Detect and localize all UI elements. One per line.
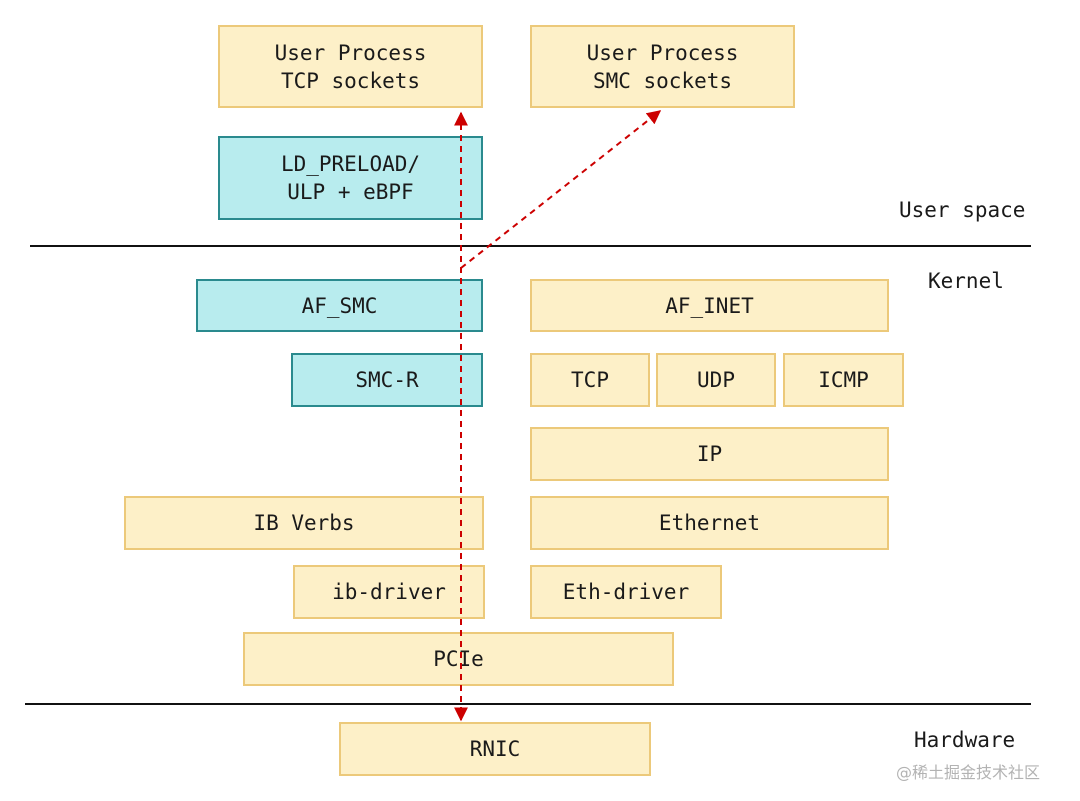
af-inet-box: AF_INET	[530, 279, 889, 332]
ip-box: IP	[530, 427, 889, 481]
ld-preload-ulp-ebpf-box: LD_PRELOAD/ ULP + eBPF	[218, 136, 483, 220]
kernel-hardware-divider	[25, 703, 1031, 705]
ib-driver-box: ib-driver	[293, 565, 485, 619]
watermark: @稀土掘金技术社区	[896, 763, 1041, 782]
user-kernel-divider	[30, 245, 1031, 247]
layer-label-user-space: User space	[899, 198, 1026, 222]
diagonal-dashed-arrow	[460, 110, 662, 269]
ib-verbs-box: IB Verbs	[124, 496, 484, 550]
user-process-tcp-sockets-box: User Process TCP sockets	[218, 25, 483, 108]
ethernet-box: Ethernet	[530, 496, 889, 550]
layer-label-kernel: Kernel	[928, 269, 1004, 293]
rnic-box: RNIC	[339, 722, 651, 776]
icmp-box: ICMP	[783, 353, 904, 407]
af-smc-box: AF_SMC	[196, 279, 483, 332]
user-process-smc-sockets-box: User Process SMC sockets	[530, 25, 795, 108]
smc-r-box: SMC-R	[291, 353, 483, 407]
layer-label-hardware: Hardware	[914, 728, 1016, 752]
udp-box: UDP	[656, 353, 776, 407]
tcp-box: TCP	[530, 353, 650, 407]
eth-driver-box: Eth-driver	[530, 565, 722, 619]
